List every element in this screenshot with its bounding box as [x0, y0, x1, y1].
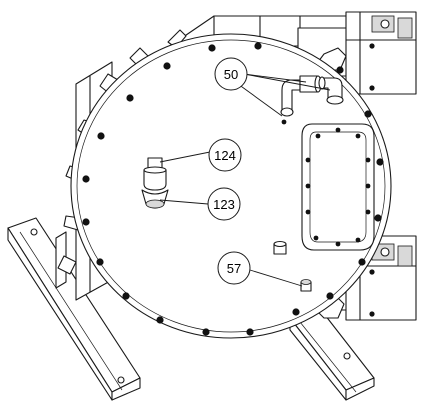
hose-fitting-upper-right — [318, 76, 344, 105]
front-cover — [70, 33, 392, 339]
callout-50-label: 50 — [224, 67, 238, 82]
cover-bolts — [82, 42, 384, 336]
callout-57-label: 57 — [227, 261, 241, 276]
callout-123-label: 123 — [213, 197, 235, 212]
breather-valve — [141, 157, 169, 209]
base-frame-left — [7, 217, 141, 401]
drain-plugs — [273, 240, 312, 292]
callout-50: 50 — [214, 57, 248, 91]
leader-lines — [159, 73, 331, 287]
base-frame-right — [289, 305, 375, 401]
callout-124-label: 124 — [214, 148, 236, 163]
callout-57: 57 — [217, 251, 251, 285]
callout-124: 124 — [208, 138, 242, 172]
inspection-window — [301, 123, 375, 251]
gearbox-upper — [297, 11, 417, 95]
callout-123: 123 — [207, 187, 241, 221]
